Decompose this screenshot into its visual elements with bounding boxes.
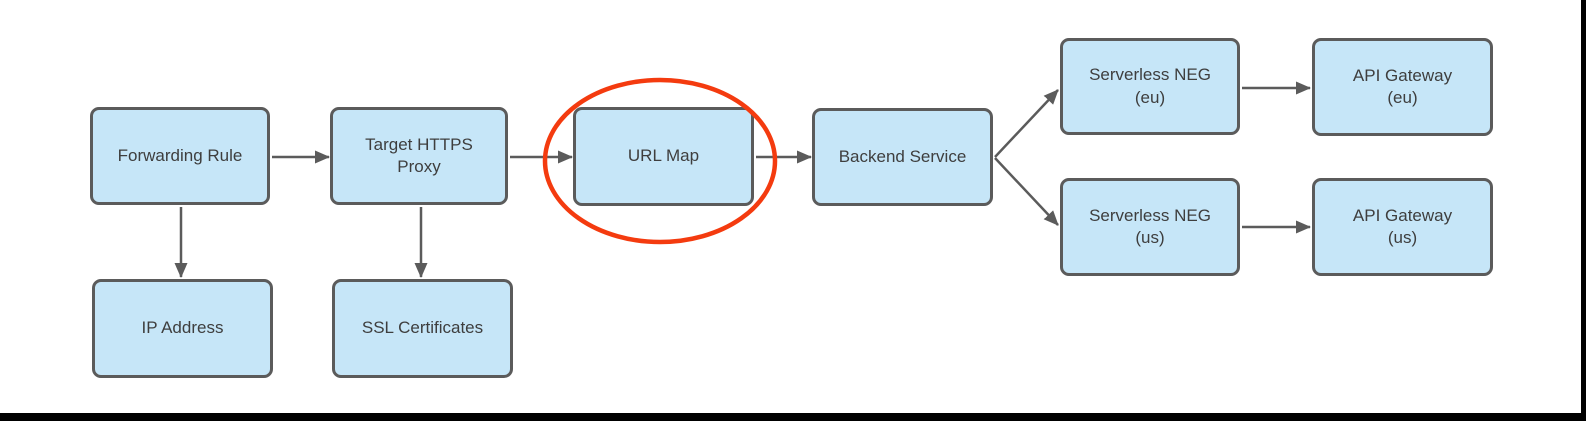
node-label: Forwarding Rule [117, 145, 243, 165]
node-serverless-neg-eu: Serverless NEG (eu) [1060, 38, 1240, 135]
node-forwarding-rule: Forwarding Rule [90, 107, 270, 205]
node-ssl-certificates: SSL Certificates [332, 279, 513, 378]
node-label: IP Address [141, 318, 224, 338]
node-api-gateway-us: API Gateway (us) [1312, 178, 1493, 276]
node-label: Serverless NEG (eu) [1089, 65, 1211, 107]
arrow-backend-service-to-serverless-neg-eu [994, 89, 1059, 158]
node-label: SSL Certificates [361, 318, 484, 338]
node-label: Serverless NEG (us) [1089, 205, 1211, 247]
node-label: URL Map [627, 146, 700, 166]
node-label: API Gateway (us) [1352, 205, 1453, 247]
node-target-https-proxy: Target HTTPS Proxy [330, 107, 508, 205]
node-ip-address: IP Address [92, 279, 273, 378]
node-url-map: URL Map [573, 107, 754, 206]
node-backend-service: Backend Service [812, 108, 993, 206]
node-label: Backend Service [838, 146, 967, 166]
node-label: Target HTTPS Proxy [365, 134, 473, 176]
node-serverless-neg-us: Serverless NEG (us) [1060, 178, 1240, 276]
node-label: API Gateway (eu) [1352, 65, 1453, 107]
arrow-backend-service-to-serverless-neg-us [994, 157, 1059, 226]
node-api-gateway-eu: API Gateway (eu) [1312, 38, 1493, 136]
